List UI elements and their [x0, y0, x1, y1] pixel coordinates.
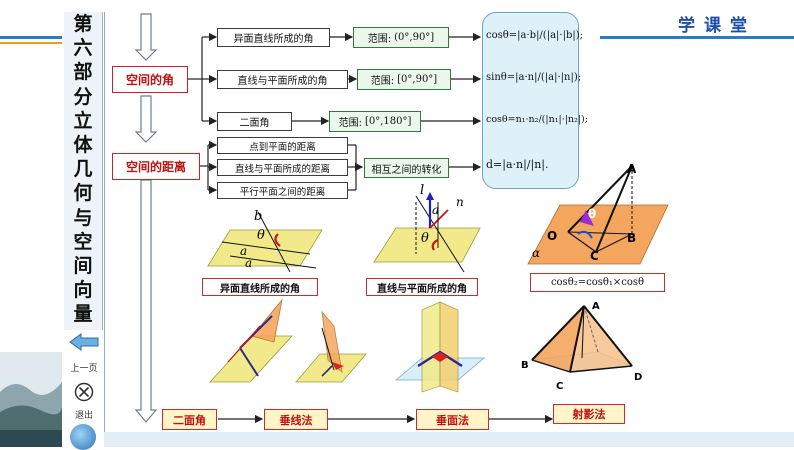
transform-box: 相互之间的转化: [364, 158, 449, 178]
flow-perpendicular-line: 垂线法: [264, 409, 328, 430]
figure-skew-lines: [207, 211, 323, 273]
fig3-label-alpha: α: [532, 246, 541, 260]
chapter-char: 体: [73, 134, 93, 157]
prev-page-arrow-icon[interactable]: [68, 332, 100, 352]
prev-page-label[interactable]: 上一页: [70, 364, 98, 374]
pyramid-label-A: A: [592, 301, 600, 312]
chapter-char: 量: [73, 303, 93, 326]
chapter-char: 立: [73, 109, 93, 132]
fig3-label-C: C: [590, 249, 599, 263]
range-value: [0°,90°]: [397, 74, 438, 85]
figure-dihedral-2: [295, 310, 367, 383]
pyramid-label-B: B: [521, 360, 529, 371]
formula-skew: cosθ=|a·b|/(|a|·|b|);: [486, 30, 583, 41]
formula-panel: [482, 12, 579, 189]
top-right-line: [600, 36, 794, 39]
top-left-line-blue: [0, 36, 62, 39]
fig3-label-theta: θ: [588, 207, 597, 221]
flow-perpendicular-plane: 垂面法: [416, 409, 489, 430]
fig2-label-theta: θ: [421, 231, 429, 246]
pyramid-label-D: D: [634, 372, 643, 383]
angle-item-skew-lines: 异面直线所成的角: [217, 28, 330, 47]
range-label: 范围:: [367, 34, 392, 45]
banner-title: 学课堂: [678, 16, 756, 36]
range-value: (0°,90°]: [394, 32, 435, 43]
figure-dihedral-1: [209, 298, 293, 383]
range-box-skew: 范围: (0°,90°]: [353, 27, 449, 48]
range-value: [0°,180°]: [364, 116, 412, 127]
range-box-dihedral: 范围: [0°,180°]: [329, 111, 421, 132]
formula-distance: d=|a·n|/|n|.: [486, 158, 549, 171]
chapter-char: 几: [73, 158, 93, 181]
distance-item-line-plane: 直线与平面所成的距离: [217, 159, 348, 176]
distance-item-parallel-planes: 平行平面之间的距离: [217, 182, 348, 199]
bottom-band: [104, 432, 794, 447]
pyramid-label-C: C: [556, 381, 564, 392]
chapter-char: 部: [73, 61, 93, 84]
chapter-char: 六: [73, 37, 93, 60]
flow-dihedral: 二面角: [162, 409, 217, 430]
caption-projection-formula: cosθ₂=cosθ₁×cosθ: [530, 273, 665, 292]
fig2-label-n: n: [456, 195, 464, 209]
chapter-char: 空: [73, 230, 93, 253]
caption-line-plane: 直线与平面所成的角: [366, 278, 478, 296]
globe-icon: [70, 424, 96, 450]
fig1-label-a2: a: [245, 256, 253, 270]
chapter-char: 与: [73, 206, 93, 229]
top-left-line-orange: [0, 42, 62, 44]
formula-dihedral: cosθ=n₁·n₂/(|n₁|·|n₂|);: [486, 114, 588, 125]
fig2-label-a: a: [432, 203, 440, 217]
fig1-label-b: b: [254, 209, 263, 224]
chapter-char: 分: [73, 85, 93, 108]
fig3-label-O: O: [547, 229, 558, 243]
fig1-label-a1: a: [240, 244, 248, 258]
fig1-label-theta: θ: [257, 228, 265, 243]
figure-projection: [527, 165, 669, 265]
chapter-char: 第: [73, 13, 93, 35]
figure-line-plane: [373, 192, 481, 273]
chapter-char: 何: [73, 182, 93, 205]
distance-item-point-plane: 点到平面的距离: [217, 137, 348, 154]
flow-projection: 射影法: [553, 404, 625, 424]
spatial-distance-title: 空间的距离: [112, 153, 200, 180]
diagram-frame-left: [104, 12, 105, 432]
exit-icon[interactable]: [74, 382, 94, 402]
chapter-title-vertical: 第六部分立体几何与空间向量: [64, 12, 103, 330]
caption-skew-lines: 异面直线所成的角: [202, 278, 318, 296]
angle-item-line-plane: 直线与平面所成的角: [217, 70, 348, 89]
figure-pyramid: [531, 304, 633, 373]
exit-label[interactable]: 退出: [74, 411, 93, 421]
figure-dihedral-3: [394, 301, 486, 393]
landscape-decoration: [0, 352, 62, 447]
fig2-label-l: l: [420, 183, 425, 198]
fig3-label-A: A: [627, 162, 637, 176]
range-box-line-plane: 范围: [0°,90°]: [357, 69, 451, 90]
range-label: 范围:: [370, 76, 395, 87]
range-label: 范围:: [338, 118, 362, 129]
spatial-angle-title: 空间的角: [112, 66, 188, 93]
fig3-label-B: B: [627, 231, 637, 245]
chapter-char: 向: [73, 279, 93, 302]
angle-item-dihedral: 二面角: [217, 112, 292, 131]
chapter-char: 间: [73, 255, 93, 278]
formula-line-plane: sinθ=|a·n|/(|a|·|n|);: [486, 72, 582, 83]
